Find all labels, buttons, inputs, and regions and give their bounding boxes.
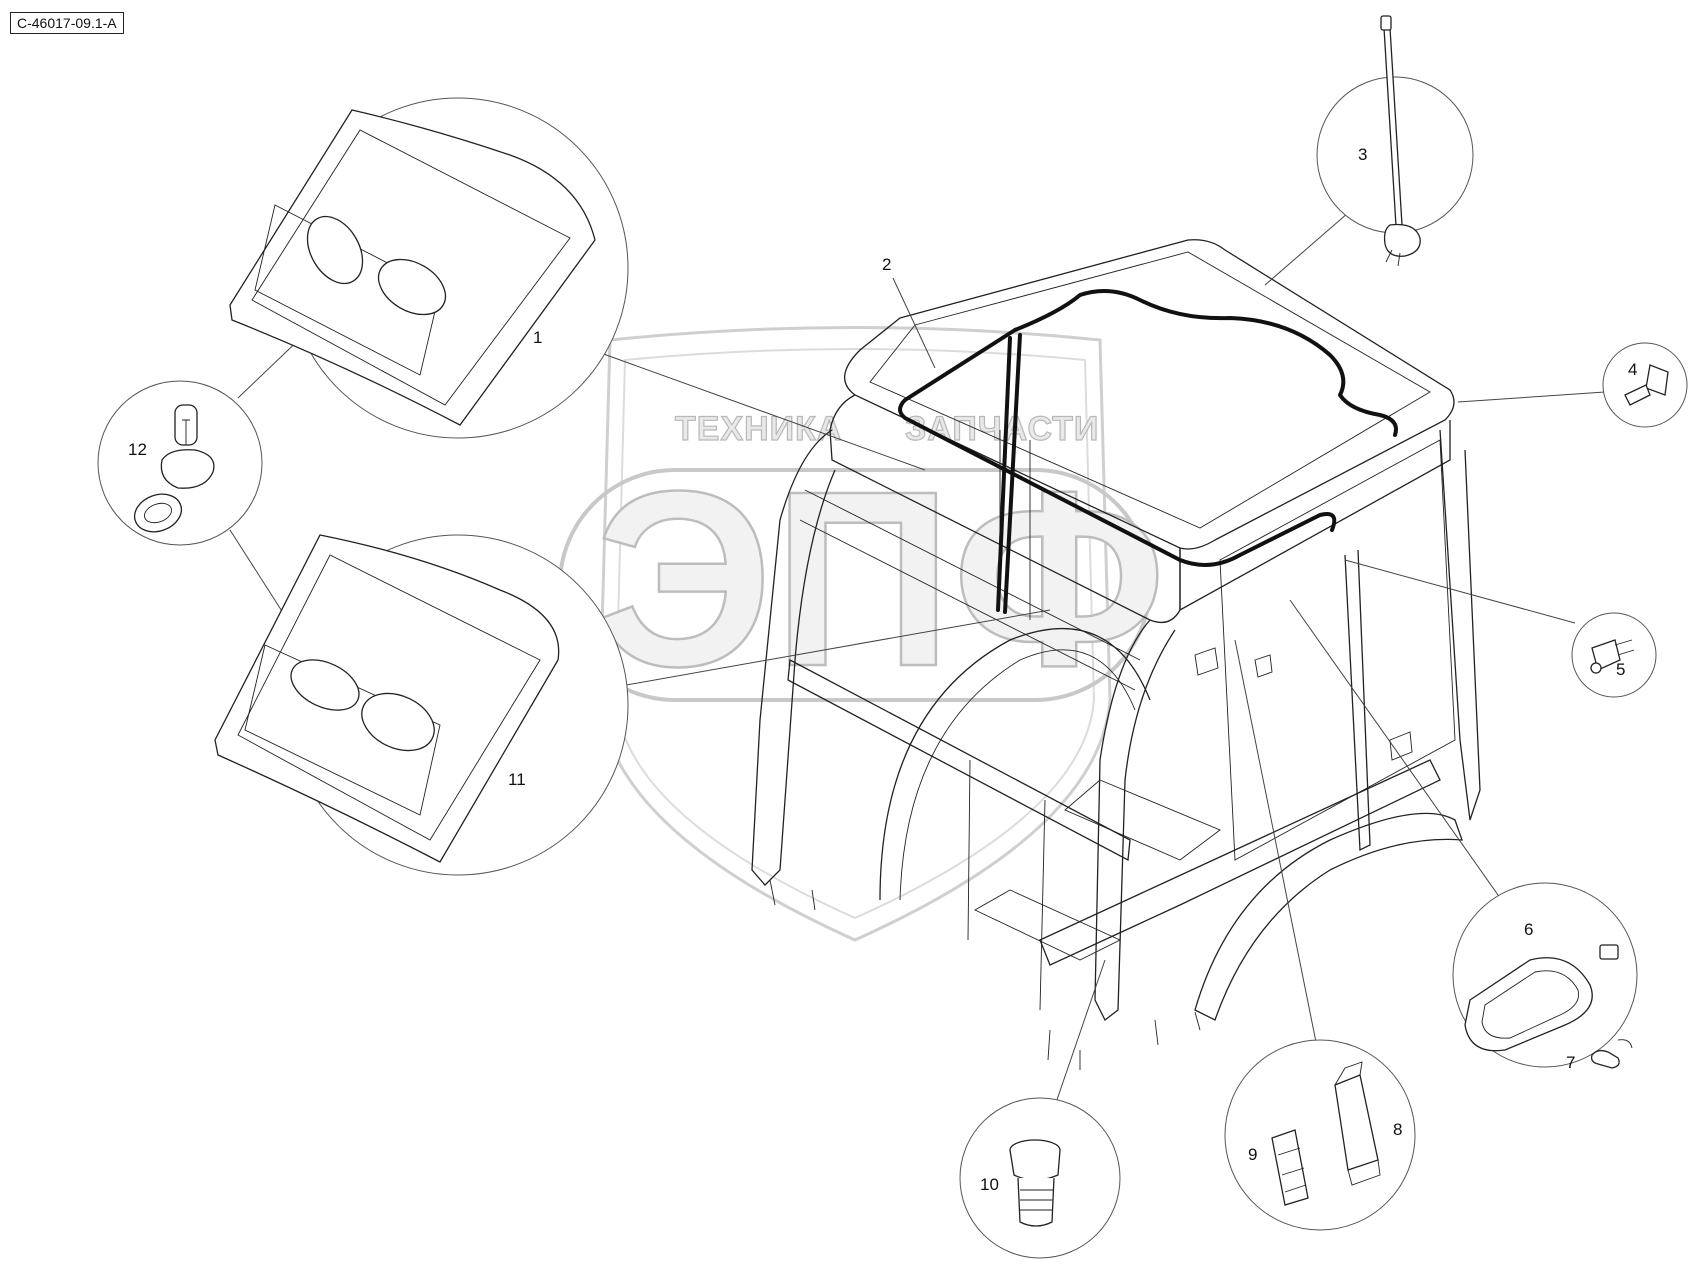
watermark-text-2: ЗАПЧАСТИ [905,410,1099,448]
light-panel-inner [251,129,571,406]
leader-5 [1344,559,1576,624]
cab-front-frame [787,658,1131,862]
cab-rear-fender [1194,812,1463,1021]
cab-roof-right-edge [1179,420,1451,612]
bulb-socket [133,493,183,533]
leader-6 [1289,599,1511,913]
plug-head [1009,1149,1061,1181]
cab-bottom-mounts [769,879,1201,1070]
light-panel-inner-11 [237,554,541,841]
watermark-shield [598,326,1112,942]
cab-front-left-pillar [751,429,836,886]
bulb-filament [182,419,190,445]
cab-roof-inner [869,251,1431,529]
leader-8 [1234,639,1319,1053]
detail-12-halogen-bulb: 12 [97,380,263,546]
plug-thread-lines [1020,1189,1053,1211]
callout-6: 6 [1524,920,1533,939]
callout-2: 2 [882,255,891,274]
detail-4-rocker-switch: 4 [1602,342,1688,428]
callout-5: 5 [1616,660,1625,679]
cab-wheel-arch-left [879,627,1151,901]
leader-10 [1049,959,1106,1121]
watermark-shield-inner [614,348,1096,920]
relay-holder [1271,1129,1309,1206]
detail-10-plug: 10 [959,1097,1121,1259]
watermark-text-1: ТЕХНИКА [675,410,842,448]
callout-9: 9 [1248,1145,1257,1164]
switch-lever [1624,384,1651,406]
leader-3 [1264,212,1349,286]
watermark-logo: ЭПФ [595,439,1166,718]
work-lamp-left-11 [290,659,360,711]
interior-lamp-bulb [1590,1049,1620,1069]
detail-3-antenna: 3 [1316,15,1474,267]
cab-roof-front-edge [829,394,1181,624]
callout-1: 1 [533,328,542,347]
leader-2 [892,277,936,369]
callout-10: 10 [980,1175,999,1194]
wiring-harness-drop [996,336,1012,612]
cab-rear-window [1219,439,1456,861]
wiring-harness-left [898,328,1337,567]
work-lamp-left [306,215,364,285]
detail-11-work-light-panel: 11 [214,534,629,876]
interior-lamp-lens [1481,970,1580,1039]
cab-front-right-pillar [1094,619,1176,1021]
detail-circle-8 [1224,1039,1416,1231]
wiring-harness-drop-2 [1003,333,1022,614]
work-lamp-right [377,258,447,316]
tractor-cab [751,239,1481,1070]
cab-frame-verticals [967,430,1046,1011]
callout-12: 12 [128,440,147,459]
detail-5-connector: 5 [1571,612,1657,698]
cab-mid-pillar [1344,549,1371,852]
relay-holder-slots [1277,1147,1307,1193]
plug-thread [1017,1177,1055,1227]
wiring-harness [1013,289,1398,437]
cab-floor [1039,759,1441,966]
interior-lamp-bulb-arrow [1617,1039,1633,1049]
relay-bracket-flange [1334,1061,1381,1186]
antenna-connector [1385,249,1401,267]
connector-pins [1614,639,1635,656]
cab-floor-plates [974,779,1221,961]
cab-rear-right-pillar [1439,429,1481,821]
cab-roof [844,239,1455,550]
antenna-tip [1380,15,1392,31]
detail-6-interior-lamp: 6 7 [1452,882,1638,1072]
callout-7: 7 [1566,1053,1575,1072]
leader-1 [597,351,926,471]
light-panel-recess [254,204,441,376]
work-lamp-right-11 [361,692,435,752]
cab-wheel-arch-left-inner [899,649,1136,901]
callout-4: 4 [1628,360,1637,379]
connector-mount [1590,662,1602,674]
drawing-code: C-46017-09.1-A [10,12,124,34]
callout-3: 3 [1358,145,1367,164]
bulb-base [160,449,215,489]
leader-4 [1457,391,1606,403]
detail-1-work-light-panel: 1 [229,97,629,439]
watermark: ТЕХНИКА ЗАПЧАСТИ ЭПФ [558,326,1167,942]
detail-8-relay-bracket: 8 9 [1224,1039,1416,1231]
bulb-socket-inner [144,502,172,524]
callout-8: 8 [1393,1120,1402,1139]
interior-lamp-switch [1599,944,1619,960]
callout-11: 11 [508,770,526,789]
antenna-base [1383,223,1421,257]
leader-11 [597,609,1051,691]
switch-body [1645,364,1669,396]
interior-lamp-housing [1464,957,1593,1052]
cab-interior-details [1194,647,1413,761]
